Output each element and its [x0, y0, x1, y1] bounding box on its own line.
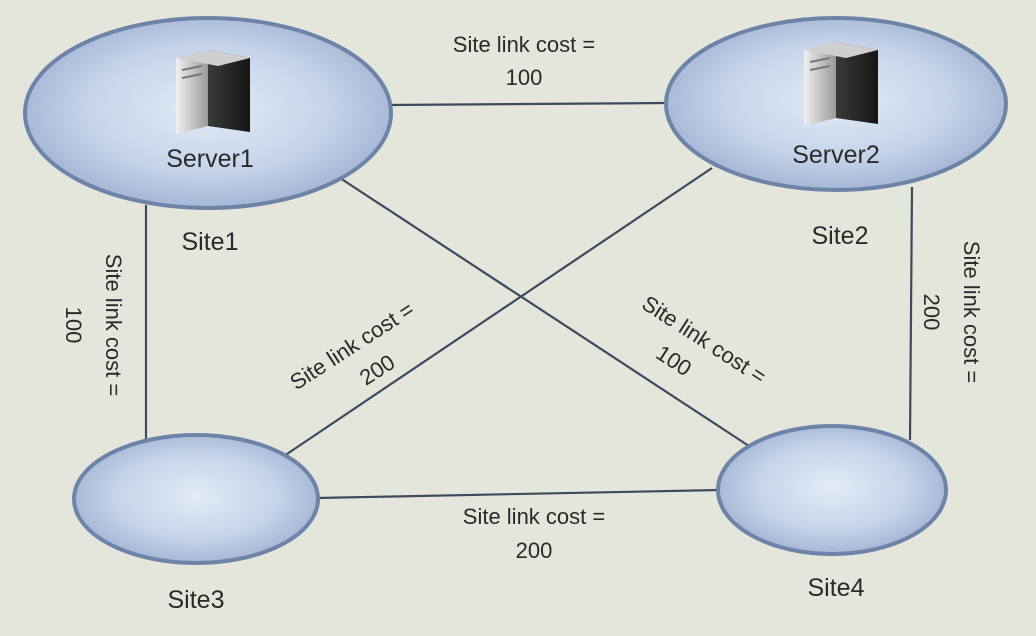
site2-label: Site2 — [812, 222, 869, 250]
link-cost-text: Site link cost = — [101, 254, 126, 396]
site3-node[interactable] — [72, 433, 320, 565]
link-cost-value: 200 — [355, 349, 399, 390]
server-icon — [176, 50, 250, 134]
link-line-site2-site3 — [283, 167, 713, 457]
link-cost-value: 100 — [61, 307, 86, 344]
link-label-site1-site3: Site link cost = 100 — [61, 254, 126, 396]
link-cost-text: Site link cost = — [638, 290, 771, 389]
link-label-site3-site4: Site link cost = 200 — [463, 504, 605, 563]
site1-label: Site1 — [182, 228, 239, 256]
link-cost-value: 100 — [506, 65, 543, 90]
link-cost-text: Site link cost = — [463, 504, 605, 529]
site1-node[interactable]: Server1 — [23, 16, 393, 210]
site3-label: Site3 — [168, 586, 225, 614]
link-line-site2-site4 — [908, 186, 914, 441]
site4-label: Site4 — [808, 574, 865, 602]
server-icon — [804, 42, 878, 126]
link-cost-value: 100 — [652, 340, 696, 381]
link-label-site1-site4: Site link cost = 100 — [638, 290, 771, 389]
server1-label: Server1 — [166, 145, 254, 173]
link-cost-text: Site link cost = — [959, 241, 984, 383]
link-cost-value: 200 — [919, 294, 944, 331]
site3-ellipse — [72, 433, 320, 565]
server2-label: Server2 — [792, 141, 880, 169]
site4-node[interactable] — [716, 424, 948, 556]
site4-ellipse — [716, 424, 948, 556]
link-line-site3-site4 — [315, 488, 721, 500]
link-line-site1-site4 — [339, 177, 753, 449]
link-label-site2-site4: Site link cost = 200 — [919, 241, 984, 383]
link-line-site1-site2 — [387, 101, 667, 107]
link-cost-value: 200 — [516, 538, 553, 563]
link-cost-text: Site link cost = — [453, 32, 595, 57]
link-label-site1-site2: Site link cost = 100 — [453, 32, 595, 90]
site2-node[interactable]: Server2 — [664, 16, 1008, 192]
